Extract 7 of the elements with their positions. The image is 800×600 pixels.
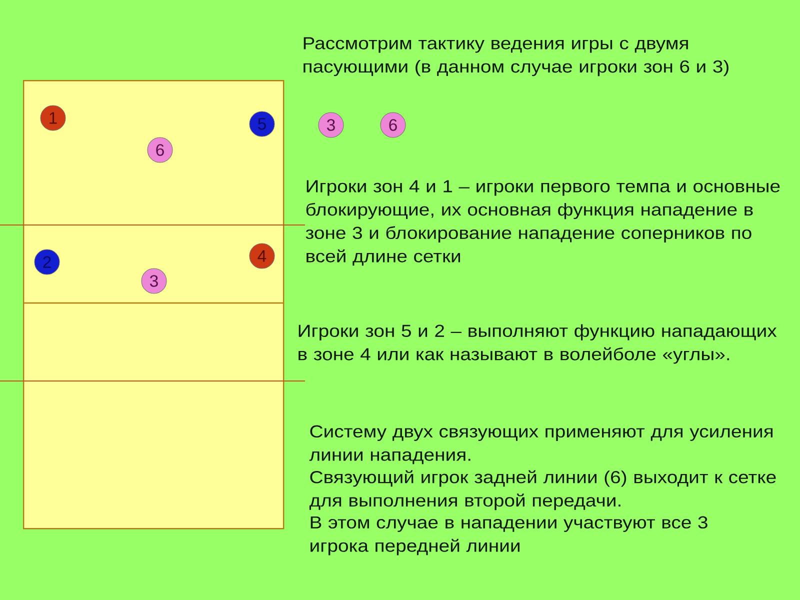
paragraph-text: Связующий игрок задней линии (6) выходит к сетке для выполнения второй передачи. (309, 470, 776, 510)
paragraph-text: В этом случае в нападении участвуют все 3 игрока передней линии (310, 516, 708, 556)
paragraph-text: Игроки зон 4 и 1 – игроки первого темпа и основные блокирующие, их основная функция нападение в зоне 3 и блокирование нападение соперников по всей длине сетки (306, 180, 780, 266)
paragraph-text: Систему двух связующих применяют для усиления линии нападения. (309, 425, 773, 464)
heading-text: Рассмотрим тактику ведения игры с двумя пасующими (в данном случае игроки зон 6 и 3) (304, 37, 728, 76)
volleyball-court (23, 80, 284, 530)
paragraph-text: Игроки зон 5 и 2 – выполняют функцию нападающих в зоне 4 или как называют в волейболе «углы». (298, 324, 777, 364)
